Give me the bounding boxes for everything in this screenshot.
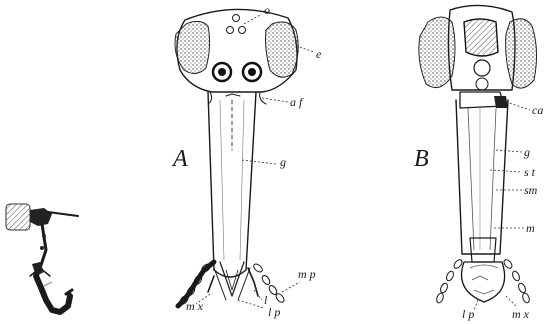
compound-eye-right (506, 19, 537, 88)
label-mentum: m (526, 221, 535, 235)
label-ocelli: o (264, 3, 270, 17)
compound-eye-right (266, 22, 299, 77)
labial-palp (248, 268, 258, 296)
label-maxilla: m x (186, 299, 204, 313)
panel-b-drawing (419, 5, 537, 303)
label-labial-palp: l p (462, 307, 474, 321)
label-stipes: s t (524, 165, 536, 179)
small-specimen-lower (32, 262, 72, 312)
maxillary-palp-right (252, 262, 285, 303)
ocellus (233, 15, 240, 22)
compound-eye-left (175, 21, 210, 73)
label-labial-palp: l p (268, 305, 280, 319)
label-submentum: sm (524, 183, 538, 197)
label-cardo: ca (532, 103, 543, 117)
label-compound-eye: e (316, 47, 322, 61)
label-antennal-fossa: a f (290, 95, 304, 109)
label-maxillary-palp: m p (298, 267, 316, 281)
label-gena: g (280, 155, 286, 169)
ocellus (239, 27, 246, 34)
panel-b-caption: B (414, 146, 429, 172)
panel-a-caption: A (171, 146, 188, 172)
ocellus (227, 27, 234, 34)
compound-eye-left (419, 17, 455, 88)
label-maxilla: m x (512, 307, 530, 321)
maxillary-palp-left (435, 258, 463, 303)
label-gena: g (524, 145, 530, 159)
